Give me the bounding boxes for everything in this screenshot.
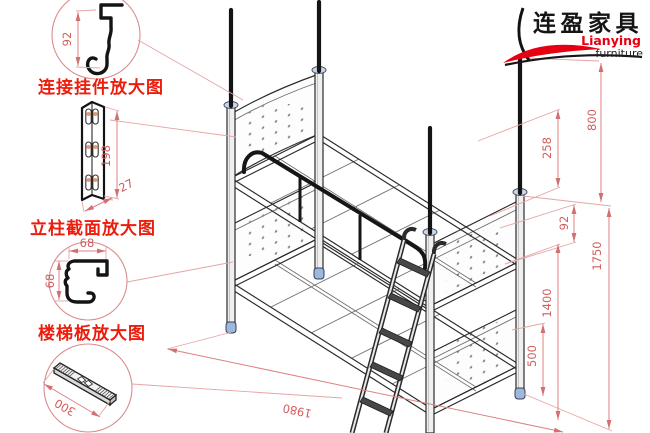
dim-68-height: 68 bbox=[43, 274, 57, 289]
perforation-dots bbox=[446, 322, 506, 382]
lower-headboard-panel bbox=[230, 180, 320, 283]
perforation-dots bbox=[246, 104, 304, 166]
dim-line-300 bbox=[43, 383, 101, 418]
brand-sub-en: furniture bbox=[595, 47, 643, 60]
leader-section-detail bbox=[126, 261, 234, 283]
detail-circle bbox=[51, 0, 141, 80]
guard-rail bbox=[241, 150, 428, 270]
dim-1750: 1750 bbox=[590, 241, 604, 270]
ladder-step bbox=[396, 257, 431, 278]
column-section-profile bbox=[63, 259, 109, 304]
dim-500: 500 bbox=[525, 345, 539, 367]
dim-300: 300 bbox=[52, 396, 78, 419]
dim-line-1980 bbox=[167, 348, 564, 433]
dim-800: 800 bbox=[585, 109, 599, 131]
dim-27: 27 bbox=[116, 176, 135, 195]
column-detail: 198 27 立柱截面放大图 68 68 bbox=[30, 100, 156, 321]
foot-cap bbox=[225, 321, 237, 334]
bed-posts bbox=[223, 66, 528, 433]
foot-cap bbox=[313, 267, 325, 280]
ladder-step bbox=[369, 361, 404, 382]
post-head-near bbox=[226, 104, 236, 331]
leader-column-bar bbox=[109, 119, 237, 138]
hook-profile bbox=[85, 3, 124, 76]
leader-step-detail bbox=[131, 383, 343, 399]
label-step-detail: 楼梯板放大图 bbox=[38, 323, 146, 344]
dim-1980: 1980 bbox=[281, 401, 313, 421]
ladder-step bbox=[387, 292, 422, 313]
dim-1400: 1400 bbox=[540, 288, 554, 317]
detail-circle bbox=[48, 241, 128, 321]
ladder-hook bbox=[401, 227, 417, 241]
dim-hook-92: 92 bbox=[60, 32, 74, 47]
keyhole-slots bbox=[85, 108, 99, 191]
ladder-step bbox=[359, 396, 394, 417]
extension-lines bbox=[166, 57, 613, 432]
leader-hook-detail bbox=[137, 39, 244, 101]
brand-name-cn: 连盈家具 bbox=[533, 10, 643, 37]
post-head-far bbox=[314, 69, 324, 278]
dim-68-width: 68 bbox=[80, 236, 95, 250]
logo-underline-arc bbox=[504, 54, 643, 67]
hook-detail: 92 连接挂件放大图 bbox=[38, 0, 164, 98]
logo-swoosh-icon bbox=[503, 44, 601, 63]
dim-198: 198 bbox=[99, 145, 113, 167]
bed-drawing bbox=[223, 0, 528, 433]
dim-258: 258 bbox=[540, 137, 554, 159]
dim-92: 92 bbox=[557, 216, 571, 231]
step-detail: 楼梯板放大图 bbox=[38, 323, 146, 433]
dim-line-27 bbox=[84, 197, 113, 212]
ladder-step bbox=[378, 327, 413, 348]
label-column-detail: 立柱截面放大图 bbox=[30, 218, 156, 239]
ladder-hook bbox=[431, 241, 447, 255]
step-diamond-hole bbox=[76, 376, 87, 384]
brand-name-en: Lianying bbox=[581, 33, 641, 48]
main-dimensions: 800 258 92 1400 1750 500 1980 bbox=[167, 63, 612, 433]
brand-logo: 连盈家具 Lianying furniture bbox=[503, 7, 643, 67]
label-hook-detail: 连接挂件放大图 bbox=[38, 77, 164, 98]
foot-cap bbox=[514, 387, 526, 400]
